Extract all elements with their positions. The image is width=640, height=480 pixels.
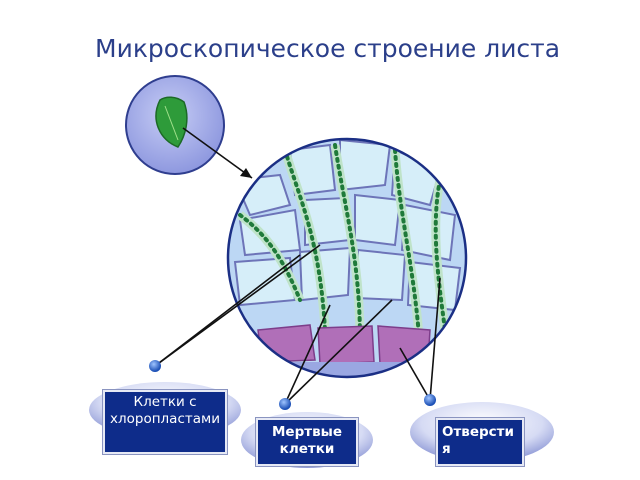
- diagram-title: Микроскопическое строение листа: [95, 34, 561, 63]
- leader-lines: [154, 244, 441, 405]
- label-chloroplast-cells: Клетки с хлоропластами: [103, 390, 227, 454]
- leaf-thumbnail: [125, 75, 225, 175]
- zoom-arrow: [182, 127, 253, 179]
- label-dead-cells: Мертвые клетки: [256, 418, 358, 466]
- tissue-section: [226, 137, 468, 379]
- pointer-dot: [424, 394, 436, 406]
- label-openings: Отверстия: [436, 418, 524, 466]
- pointer-dot: [149, 360, 161, 372]
- pointer-dot: [279, 398, 291, 410]
